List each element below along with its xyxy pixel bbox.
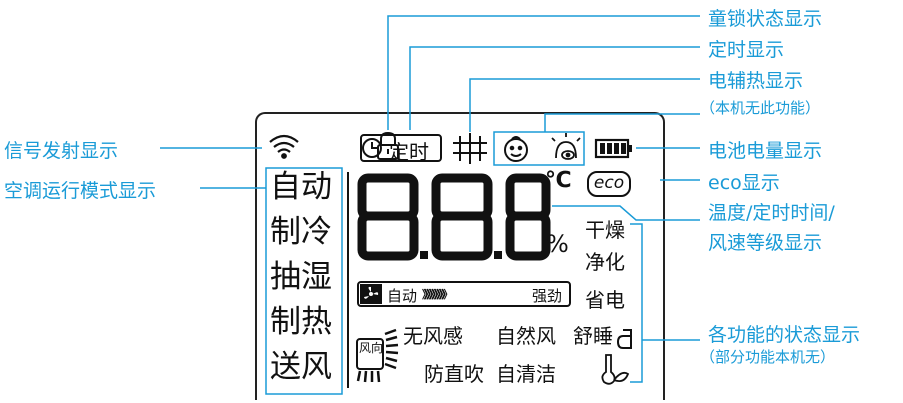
lcd-display-frame [255,112,665,400]
wind-direction-label: 风向 [359,341,384,355]
callout-temp-line1: 温度/定时时间/ [708,202,835,224]
callout-aux-heat: 电辅热显示 [708,70,804,92]
mode-auto: 自动 [270,169,332,205]
func-anti-direct: 防直吹 [424,362,484,386]
callout-func-line2: （部分功能本机无） [700,348,836,366]
func-purify: 净化 [585,250,625,274]
func-no-wind: 无风感 [403,324,463,348]
mode-heat: 制热 [270,304,332,340]
battery-icon [594,138,632,159]
func-sleep: 舒睡 [573,324,613,348]
callout-not-available: （本机无此功能） [700,99,821,117]
decimal-points [420,251,502,259]
callout-eco: eco显示 [708,172,780,194]
callout-battery: 电池电量显示 [708,140,823,162]
timer-label: 定时 [389,140,429,164]
func-save-power: 省电 [585,288,625,312]
aux-heat-icon [453,133,487,164]
child-face-icon [504,136,528,162]
percent-unit: % [546,230,569,258]
callout-mode: 空调运行模式显示 [4,180,157,202]
sleep-moon-icon [616,329,632,349]
callout-timer: 定时显示 [708,39,785,61]
leader-lines [160,15,700,395]
lock-icon [377,131,399,160]
callout-temp-line2: 风速等级显示 [708,232,823,254]
wind-rays-icon [356,328,399,383]
seven-segment-digits [357,173,551,261]
thermometer-leaf-icon [601,354,630,385]
fan-strong-label: 强劲 [532,287,563,305]
wind-direction-box [356,338,384,370]
mode-fan: 送风 [270,349,332,385]
func-dry: 干燥 [585,218,625,242]
wifi-icon [269,134,299,159]
eco-badge: eco [587,171,631,197]
func-natural-wind: 自然风 [496,324,556,348]
fan-icon [360,284,382,304]
callout-child-lock: 童锁状态显示 [708,8,823,30]
func-self-clean: 自清洁 [496,362,556,386]
callout-func-line1: 各功能的状态显示 [708,324,861,346]
mode-dry: 抽湿 [270,259,332,295]
sun-eye-icon [551,133,581,160]
fan-speed-arrows: 》》》》》》》》》 [422,288,453,301]
clock-icon [362,138,382,158]
fan-speed-bar [357,281,571,307]
celsius-unit: ℃ [545,168,572,193]
callout-signal: 信号发射显示 [4,140,119,162]
fan-auto-label: 自动 [387,287,418,305]
mode-cool: 制冷 [270,214,332,250]
timer-box [360,134,442,162]
